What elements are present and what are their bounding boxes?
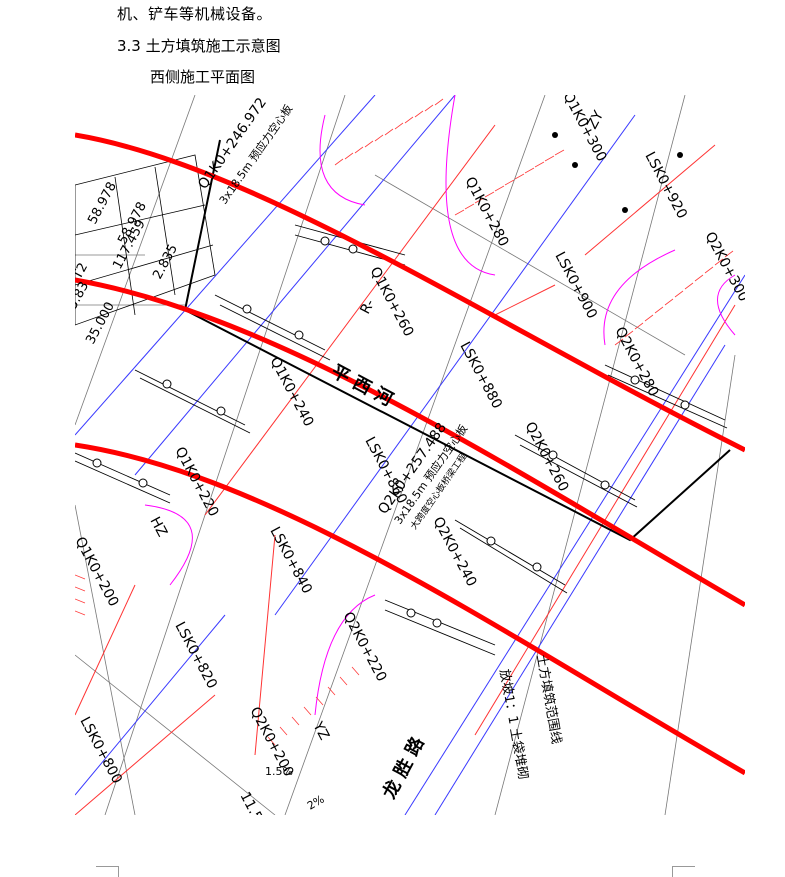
q1-station-260: Q1K0+260 (366, 264, 416, 339)
blue-lane-lines (75, 95, 745, 815)
construction-plan-drawing: Q1K0+300 Q1K0+280 Q1K0+260 Q1K0+240 Q1K0… (75, 95, 745, 815)
q2-station-220: Q2K0+220 (339, 609, 389, 684)
crop-mark-right (672, 866, 695, 877)
ls-station-840: LSK0+840 (266, 524, 315, 596)
ls-station-880: LSK0+880 (456, 339, 505, 411)
curb-tick-marks (75, 98, 734, 746)
ls-station-920: LSK0+920 (641, 149, 690, 221)
ls-station-900: LSK0+900 (551, 249, 600, 321)
pier-bars (75, 224, 728, 656)
bridge-outline (183, 139, 731, 542)
text-line-machinery: 机、铲车等机械设备。 (117, 5, 273, 23)
station-dots (552, 132, 683, 213)
table-value-1: 58.978 (85, 180, 120, 227)
mark-yz: YZ (309, 718, 332, 742)
curb-curves (144, 95, 736, 716)
table-value-5: 35.000 (83, 300, 118, 347)
road-name: 龙 胜 路 (378, 732, 429, 802)
grey-construction-lines (75, 95, 736, 815)
pier-circles (92, 236, 690, 628)
table-value-6: T2 (75, 261, 91, 283)
mark-hz: HZ (146, 514, 170, 539)
fill-line-label: 土方填筑范围线 (533, 653, 565, 745)
crop-mark-left (96, 866, 119, 877)
q2-station-300: Q2K0+300 (701, 229, 745, 304)
mark-slope-a: 1.5% (265, 765, 293, 778)
q1-station-200: Q1K0+200 (75, 534, 121, 609)
slope-label: 放坡1：1 土袋堆砌 (496, 668, 530, 781)
mark-slope-b: 2% (305, 793, 327, 813)
figure-title: 西侧施工平面图 (150, 68, 256, 86)
q1-station-280: Q1K0+280 (461, 174, 511, 249)
mark-zy: ZY (584, 108, 607, 132)
q2-station-260: Q2K0+260 (521, 419, 571, 494)
road-edges (75, 132, 745, 776)
mark-dim: 11.5 (236, 789, 265, 815)
mark-r: R- (357, 297, 378, 317)
q1-station-300: Q1K0+300 (559, 95, 609, 164)
section-heading: 3.3 土方填筑施工示意图 (117, 37, 281, 55)
river-name: 平 西 河 (328, 361, 397, 411)
q2-station-240: Q2K0+240 (429, 514, 479, 589)
